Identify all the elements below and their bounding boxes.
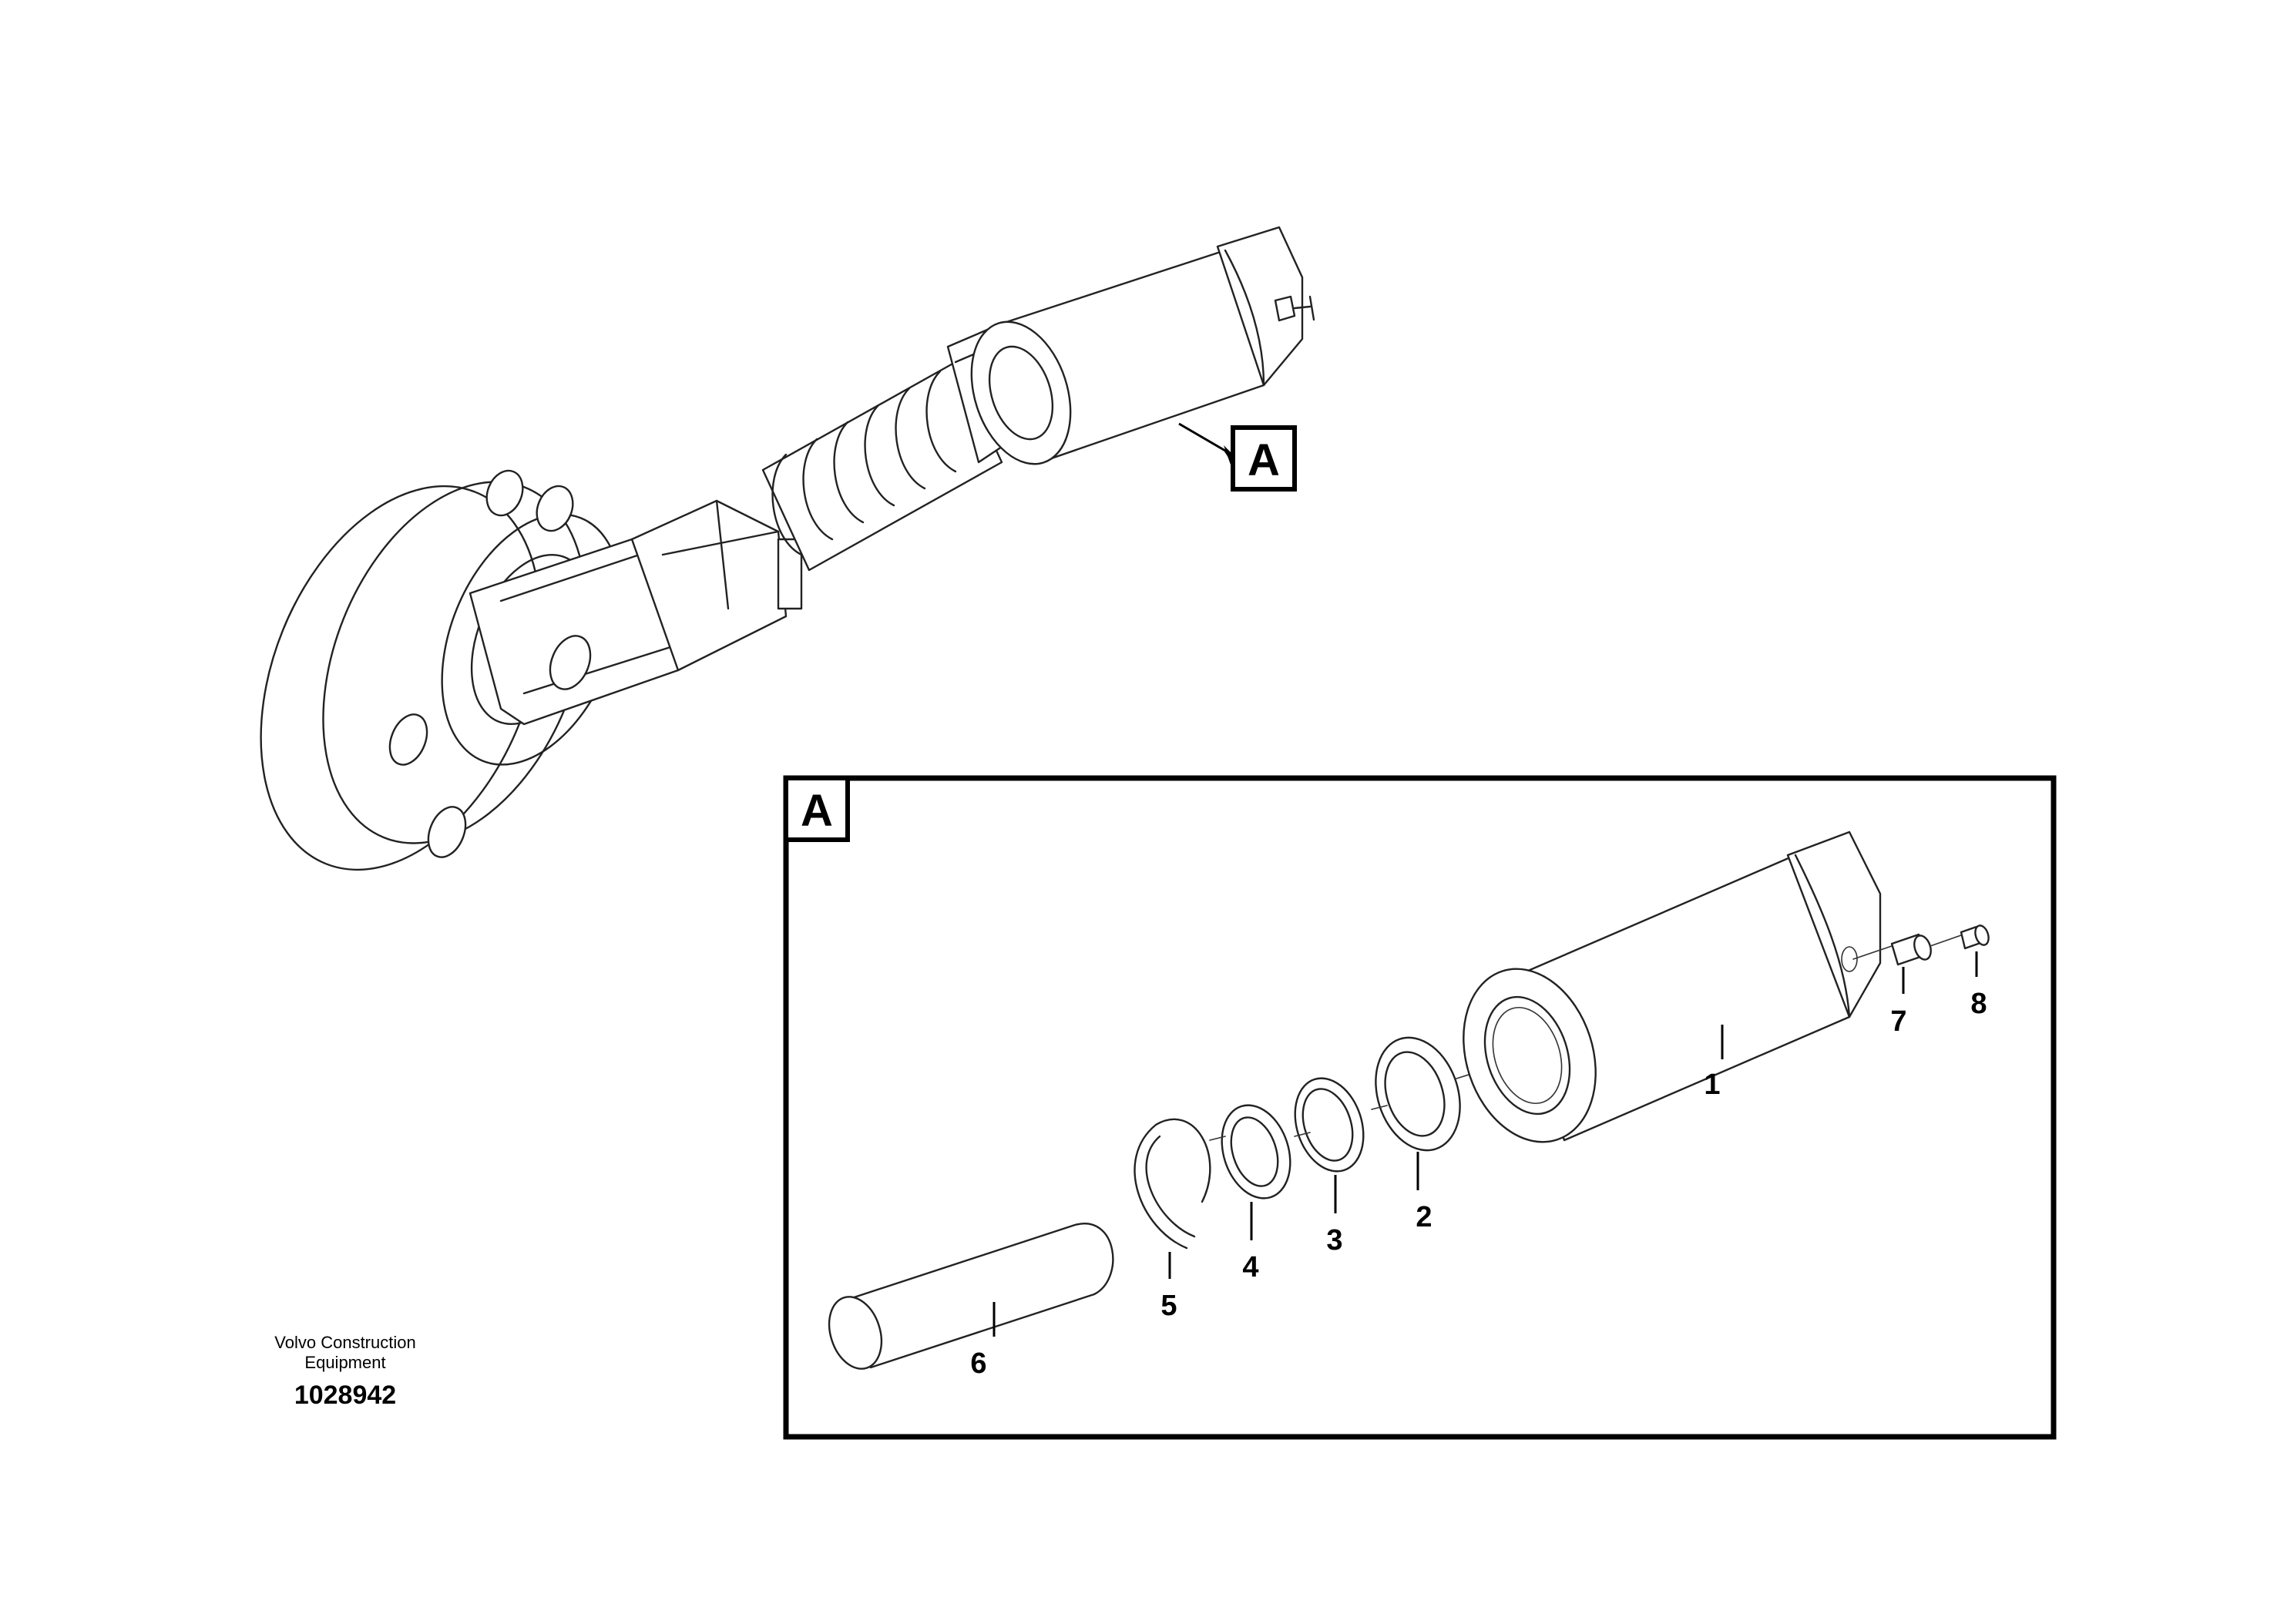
detail-a-label: A [801,786,833,836]
part-8-nipple [1930,924,1990,950]
detail-frame [783,775,2057,1440]
part-4-seal [1221,1104,1291,1200]
publisher-line-2: Equipment [304,1353,385,1372]
callout-a: A [1178,422,1297,492]
part-6-rod [828,1223,1114,1370]
part-label-5: 5 [1160,1290,1177,1322]
part-label-2: 2 [1416,1201,1432,1233]
yoke-bracket [469,499,803,726]
part-label-6: 6 [970,1347,986,1380]
part-label-7: 7 [1890,1005,1906,1038]
part-labels: 1 2 3 4 5 6 7 8 [970,988,1987,1380]
part-7-fitting [1852,933,1932,966]
idler-wheel [260,469,623,871]
publisher-block: Volvo Construction Equipment 1028942 [274,1333,415,1410]
part-3-washer [1294,1077,1365,1173]
part-label-4: 4 [1242,1251,1258,1283]
part-1-cylinder [1463,830,1882,1143]
tension-cylinder-overview [970,226,1315,465]
part-label-8: 8 [1970,988,1987,1020]
part-label-1: 1 [1704,1069,1720,1101]
callout-a-label: A [1248,435,1280,485]
part-label-3: 3 [1326,1224,1342,1257]
part-5-snap-ring [1134,1118,1211,1250]
drawing-id: 1028942 [294,1381,396,1410]
leader-lines [992,951,1978,1337]
part-2-bushing [1375,1036,1461,1152]
detail-view-a: A [783,775,2057,1440]
publisher-line-1: Volvo Construction [274,1333,415,1352]
